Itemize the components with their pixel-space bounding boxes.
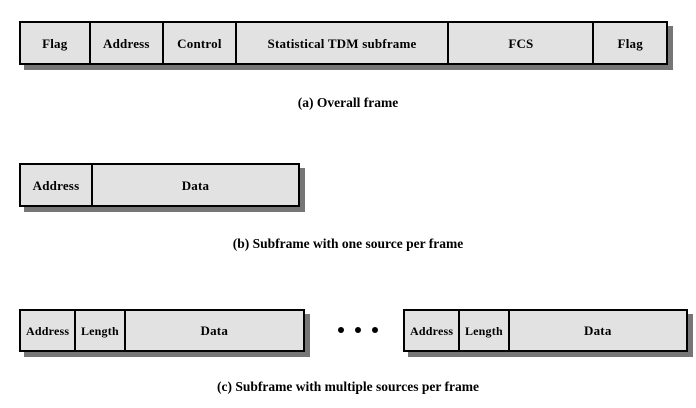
ellipsis-separator-icon bbox=[338, 327, 378, 333]
field-label: Length bbox=[80, 323, 119, 338]
frame-field-flag-right: Flag bbox=[594, 23, 666, 63]
frame-field-address: Address bbox=[90, 23, 165, 63]
field-label: Flag bbox=[42, 35, 68, 51]
caption-subframe-one-source: (b) Subframe with one source per frame bbox=[232, 236, 464, 251]
field-label: Data bbox=[200, 323, 229, 338]
subframe-multi-block-right: Address Length Data bbox=[403, 309, 688, 352]
field-label: Length bbox=[464, 323, 503, 338]
caption-overall-frame: (a) Overall frame bbox=[297, 95, 399, 110]
field-label: Data bbox=[181, 177, 210, 193]
subframe-field-data: Data bbox=[125, 311, 303, 350]
ellipsis-dot-icon bbox=[372, 327, 378, 333]
frame-field-flag-left: Flag bbox=[21, 23, 91, 63]
field-label: FCS bbox=[508, 35, 534, 51]
frame-field-statistical-tdm-subframe: Statistical TDM subframe bbox=[236, 23, 450, 63]
field-label: Control bbox=[177, 35, 222, 51]
field-label: Address bbox=[103, 35, 150, 51]
field-label: Address bbox=[26, 323, 70, 338]
subframe-field-address: Address bbox=[21, 165, 93, 205]
subframe-field-length: Length bbox=[76, 311, 126, 350]
frame-field-control: Control bbox=[164, 23, 237, 63]
field-label: Flag bbox=[617, 35, 643, 51]
ellipsis-dot-icon bbox=[355, 327, 361, 333]
subframe-field-address: Address bbox=[21, 311, 77, 350]
field-label: Data bbox=[584, 323, 612, 338]
caption-subframe-multiple-sources: (c) Subframe with multiple sources per f… bbox=[217, 379, 479, 394]
subframe-one-source-diagram: Address Data bbox=[19, 163, 300, 207]
overall-frame-diagram: Flag Address Control Statistical TDM sub… bbox=[19, 21, 668, 65]
subframe-field-address: Address bbox=[405, 311, 461, 350]
subframe-field-data: Data bbox=[92, 165, 298, 205]
frame-field-fcs: FCS bbox=[449, 23, 595, 63]
subframe-multi-block-left: Address Length Data bbox=[19, 309, 305, 352]
subframe-field-data: Data bbox=[509, 311, 686, 350]
ellipsis-dot-icon bbox=[338, 327, 344, 333]
field-label: Address bbox=[32, 177, 80, 193]
subframe-field-length: Length bbox=[460, 311, 510, 350]
field-label: Address bbox=[410, 323, 454, 338]
field-label: Statistical TDM subframe bbox=[267, 35, 417, 51]
